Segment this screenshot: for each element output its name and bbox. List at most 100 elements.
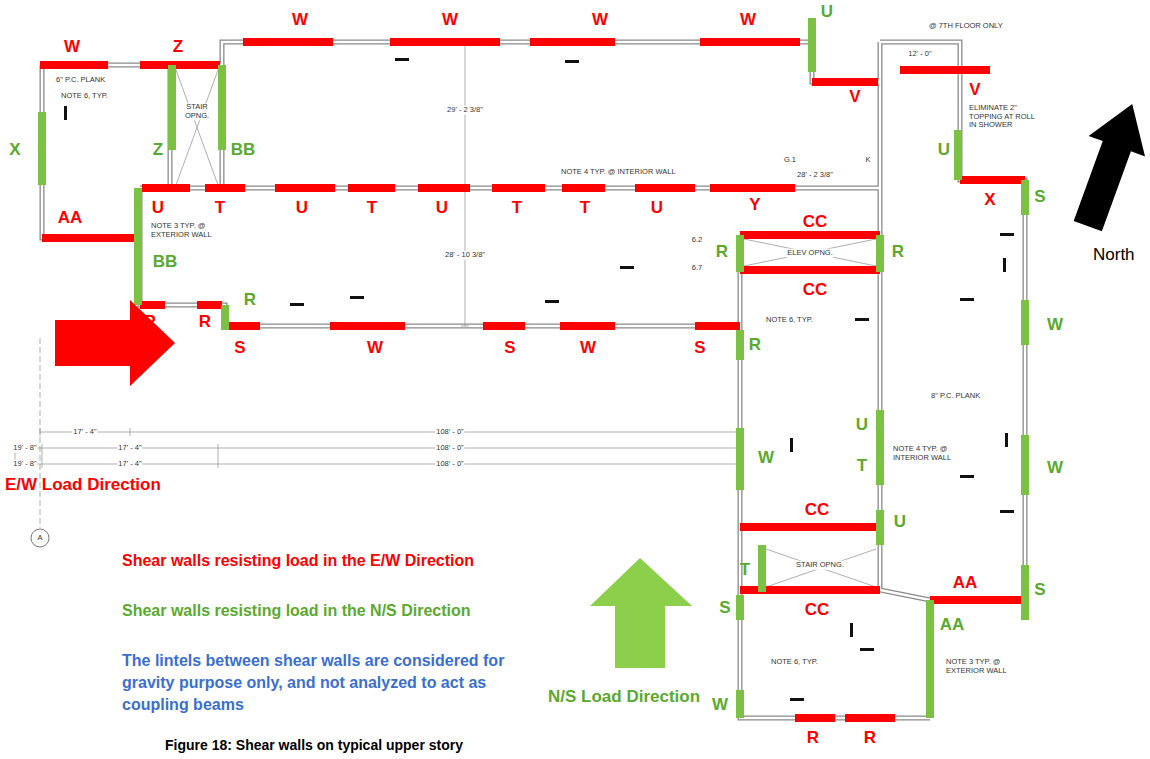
wall-letter: W [64, 38, 80, 57]
wall-letter: T [740, 561, 750, 580]
wall-letter: T [580, 199, 590, 218]
wall-letter: BB [153, 253, 178, 272]
plan-note: 108' - 0" [435, 460, 464, 469]
plan-note: 17' - 4" [72, 428, 97, 437]
wall-letter: CC [803, 281, 828, 300]
wall-letter: S [1034, 581, 1045, 600]
plan-note: 108' - 0" [435, 444, 464, 453]
wall-letter: CC [805, 601, 830, 620]
plan-note: STAIR OPNG. [795, 561, 845, 570]
wall-letter: R [749, 336, 761, 355]
wall-letter: S [504, 339, 515, 358]
plan-note: NOTE 3 TYP. @ EXTERIOR WALL [945, 658, 1022, 675]
ew-load-arrow [55, 300, 175, 386]
wall-letter: BB [231, 141, 256, 160]
plan-note: NOTE 4 TYP. @ INTERIOR WALL [560, 168, 677, 177]
plan-note: 29' - 2 3/8" [446, 106, 484, 115]
plan-note: NOTE 6, TYP. [60, 92, 109, 101]
plan-note: NOTE 3 TYP. @ EXTERIOR WALL [150, 222, 232, 239]
plan-note: NOTE 6, TYP. [765, 316, 814, 325]
wall-letter: S [234, 339, 245, 358]
wall-letter: W [712, 696, 728, 715]
wall-letter: T [512, 199, 522, 218]
wall-letter: T [367, 199, 377, 218]
wall-letter: U [856, 416, 868, 435]
wall-letter: X [984, 191, 995, 210]
wall-letter: W [292, 11, 308, 30]
plan-note: 108' - 0" [435, 428, 464, 437]
plan-note: 12' - 0" [907, 50, 932, 59]
wall-letter: U [152, 199, 164, 218]
wall-letter: T [215, 199, 225, 218]
plan-note: A [36, 534, 43, 543]
opening-marks [176, 70, 876, 587]
wall-letter: R [244, 291, 256, 310]
wall-letter: W [580, 339, 596, 358]
plan-note: ELEV OPNG. [786, 249, 833, 258]
wall-letter: U [296, 199, 308, 218]
plan-note: 6" P.C. PLANK [55, 76, 106, 85]
plan-note: K [864, 156, 871, 165]
plan-note: 19' - 8" [12, 444, 37, 453]
plan-note: 6.2 [691, 236, 703, 245]
wall-letter: W [1047, 459, 1063, 478]
wall-letter: AA [953, 574, 978, 593]
wall-letter: R [144, 313, 156, 332]
load-direction-label: N/S Load Direction [548, 688, 700, 707]
wall-letter: U [651, 199, 663, 218]
wall-letter: U [821, 3, 833, 22]
wall-letter: R [864, 729, 876, 748]
section-ticks [64, 58, 1014, 701]
wall-letter: V [969, 81, 980, 100]
wall-letter: S [694, 339, 705, 358]
dimension-lines [15, 42, 740, 547]
wall-letter: S [719, 599, 730, 618]
plan-note: NOTE 4 TYP. @ INTERIOR WALL [892, 445, 969, 462]
wall-letter: T [857, 457, 867, 476]
north-arrow [1060, 94, 1150, 237]
wall-letter: X [9, 141, 20, 160]
plan-note: 28' - 2 3/8" [796, 171, 834, 180]
wall-letter: U [938, 141, 950, 160]
plan-note: 17' - 4" [117, 444, 142, 453]
wall-letter: CC [803, 213, 828, 232]
wall-letter: Y [749, 196, 760, 215]
wall-letter: W [740, 11, 756, 30]
load-direction-label: E/W Load Direction [5, 476, 161, 495]
ew-shear-walls [40, 42, 1025, 718]
plan-note: ELIMINATE 2" TOPPING AT ROLL IN SHOWER [968, 104, 1040, 130]
wall-letter: U [894, 513, 906, 532]
note-text: The lintels between shear walls are cons… [122, 650, 552, 716]
plan-note: G.1 [783, 156, 797, 165]
walls [42, 42, 1025, 718]
legend-text: Shear walls resisting load in the E/W Di… [122, 552, 474, 570]
legend-text: Shear walls resisting load in the N/S Di… [122, 602, 471, 620]
wall-letter: S [1034, 188, 1045, 207]
plan-note: @ 7TH FLOOR ONLY [928, 22, 1004, 31]
wall-letter: W [1047, 316, 1063, 335]
plan-note: 17' - 4" [117, 460, 142, 469]
north-label: North [1093, 246, 1135, 265]
wall-letter: W [758, 449, 774, 468]
wall-letter: R [716, 243, 728, 262]
plan-note: NOTE 6, TYP. [770, 658, 819, 667]
wall-letter: AA [58, 209, 83, 228]
wall-letter: Z [173, 38, 183, 57]
ns-load-arrow [590, 558, 692, 668]
figure-caption: Figure 18: Shear walls on typical upper … [165, 738, 463, 753]
wall-letter: W [442, 11, 458, 30]
wall-letter: R [892, 243, 904, 262]
wall-letter: CC [805, 501, 830, 520]
wall-letter: V [849, 88, 860, 107]
plan-note: 28' - 10 3/8" [444, 251, 486, 260]
wall-letter: U [436, 199, 448, 218]
plan-note: 6.7 [691, 264, 703, 273]
wall-letter: R [199, 313, 211, 332]
plan-note: STAIR OPNG. [178, 103, 216, 120]
wall-letter: R [807, 729, 819, 748]
wall-letter: Z [153, 141, 163, 160]
plan-note: 8" P.C. PLANK [930, 392, 981, 401]
ns-shear-walls [42, 18, 1025, 718]
wall-letter: W [367, 339, 383, 358]
wall-letter: W [592, 11, 608, 30]
